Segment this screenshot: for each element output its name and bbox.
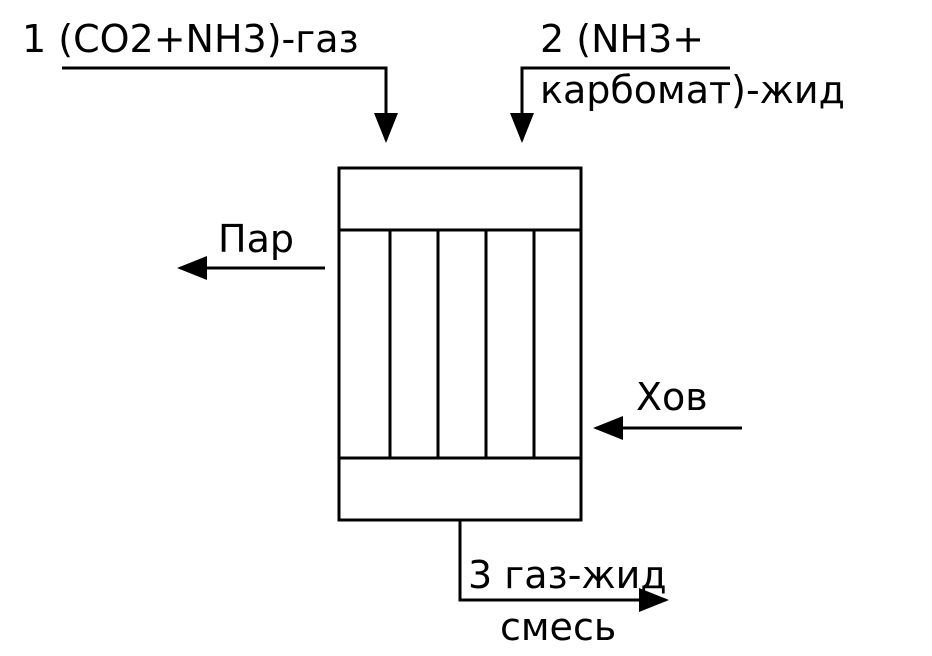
steam-label: Пар [218, 217, 294, 261]
stream-1-inlet-arrow [62, 66, 398, 143]
stream-2-label-line-1: 2 (NH3+ [540, 17, 704, 61]
stream-3-outlet-arrow [458, 520, 669, 612]
stream-1-label: 1 (CO2+NH3)-газ [22, 17, 359, 61]
cooling-water-label: Хов [636, 375, 708, 419]
reactor-vessel [337, 166, 583, 522]
stream-2-label-line-2: карбомат)-жид [540, 68, 845, 112]
vessel-outline [337, 166, 583, 522]
stream-3-label-line-2: смесь [500, 605, 616, 649]
stream-3-label-line-1: 3 газ-жид [468, 553, 667, 597]
stream-2-inlet-arrow [510, 66, 730, 143]
